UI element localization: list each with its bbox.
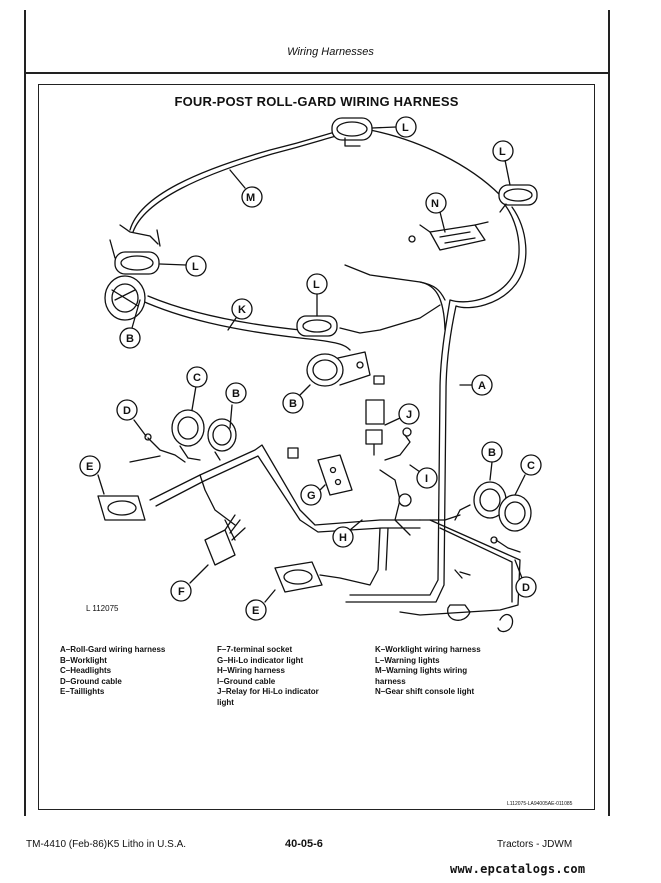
warning-light-middle: [296, 315, 338, 337]
connector-block: [373, 375, 385, 385]
legend-item: L–Warning lights: [375, 655, 440, 665]
callout-j: J: [406, 409, 412, 421]
callout-c-1: C: [193, 372, 201, 384]
footer-publication: TM-4410 (Feb-86)K5 Litho in U.S.A.: [26, 839, 187, 850]
headlights-left: [171, 409, 237, 461]
worklight-harness-wire: [139, 299, 351, 351]
legend-item: J–Relay for Hi-Lo indicator: [217, 687, 319, 696]
legend-item: E–Taillights: [60, 687, 105, 696]
figure-number: L 112075: [86, 604, 119, 613]
warning-light-left: [109, 239, 160, 275]
wiring-harness-h: [379, 469, 412, 536]
legend-item: D–Ground cable: [60, 676, 122, 686]
callout-i: I: [425, 473, 428, 485]
section-title: Wiring Harnesses: [287, 46, 374, 58]
callout-b-1: B: [126, 333, 134, 345]
ground-cable-right: [490, 536, 521, 553]
callout-b-4: B: [488, 447, 496, 459]
worklight-upper-left: [104, 275, 146, 321]
legend-column-2: F–7-terminal socket G–Hi-Lo indicator li…: [217, 645, 319, 708]
header-divider: [24, 72, 610, 74]
legend-item: A–Roll-Gard wiring harness: [60, 645, 166, 654]
callout-e-2: E: [252, 605, 259, 617]
legend-item: H–Wiring harness: [217, 666, 285, 675]
headlights-right: [454, 481, 532, 532]
legend-item: C–Headlights: [60, 666, 112, 675]
legend-item: harness: [375, 676, 406, 686]
relay: [365, 399, 385, 456]
legend-item: G–Hi-Lo indicator light: [217, 655, 304, 665]
callout-c-2: C: [527, 460, 535, 472]
callout-f: F: [178, 586, 185, 598]
legend-item: B–Worklight: [60, 655, 107, 665]
warning-light-right: [498, 184, 538, 213]
page-number: 40-05-6: [285, 838, 323, 850]
grommet: [287, 447, 299, 459]
legend-item: I–Ground cable: [217, 676, 276, 686]
callout-l-3: L: [192, 261, 199, 273]
callout-l-4: L: [313, 279, 320, 291]
callout-h: H: [339, 532, 347, 544]
legend-column-1: A–Roll-Gard wiring harness B–Worklight C…: [60, 645, 165, 698]
figure-title: FOUR-POST ROLL-GARD WIRING HARNESS: [174, 94, 459, 109]
callout-m: M: [246, 192, 255, 204]
legend-item: M–Warning lights wiring: [375, 666, 468, 675]
clamp: [447, 604, 471, 621]
legend-item: F–7-terminal socket: [217, 645, 293, 654]
watermark: www.epcatalogs.com: [450, 862, 586, 876]
callout-b-3: B: [232, 388, 240, 400]
legend-item: K–Worklight wiring harness: [375, 645, 481, 654]
gear-shift-console-light: [408, 221, 489, 251]
warning-lights-harness-wire-2: [132, 133, 347, 233]
callout-b-2: B: [289, 398, 297, 410]
warning-lights-harness-wire: [129, 129, 501, 231]
footer-manual-title: Tractors - JDWM: [497, 839, 573, 850]
ground-cable-center: [384, 427, 412, 461]
callout-l-1: L: [402, 122, 409, 134]
rollgard-harness-wire: [349, 204, 520, 596]
callout-d-2: D: [522, 582, 530, 594]
warning-light-top: [331, 117, 373, 147]
worklight-center: [306, 351, 371, 387]
figure-reference-code: L112075-LA94005AE-011085: [507, 801, 573, 807]
legend-item: N–Gear shift console light: [375, 687, 475, 696]
clamp-ring: [497, 613, 514, 633]
taillight-left: [97, 495, 146, 521]
page-border-right: [608, 10, 610, 816]
ground-cable-left: [129, 433, 186, 463]
callout-k: K: [238, 304, 246, 316]
callout-d-1: D: [123, 405, 131, 417]
page-border-left: [24, 10, 26, 816]
taillight-bottom: [274, 561, 323, 593]
legend-column-3: K–Worklight wiring harness L–Warning lig…: [375, 645, 481, 698]
hi-lo-indicator-light: [317, 454, 353, 496]
callout-a: A: [478, 380, 486, 392]
legend-item: light: [217, 697, 234, 707]
callout-n: N: [431, 198, 439, 210]
callout-g: G: [307, 490, 316, 502]
callout-e-1: E: [86, 461, 93, 473]
lower-harness-wire: [149, 444, 421, 526]
seven-terminal-socket: [204, 514, 246, 566]
figure-frame: [38, 84, 595, 810]
callout-l-2: L: [499, 146, 506, 158]
